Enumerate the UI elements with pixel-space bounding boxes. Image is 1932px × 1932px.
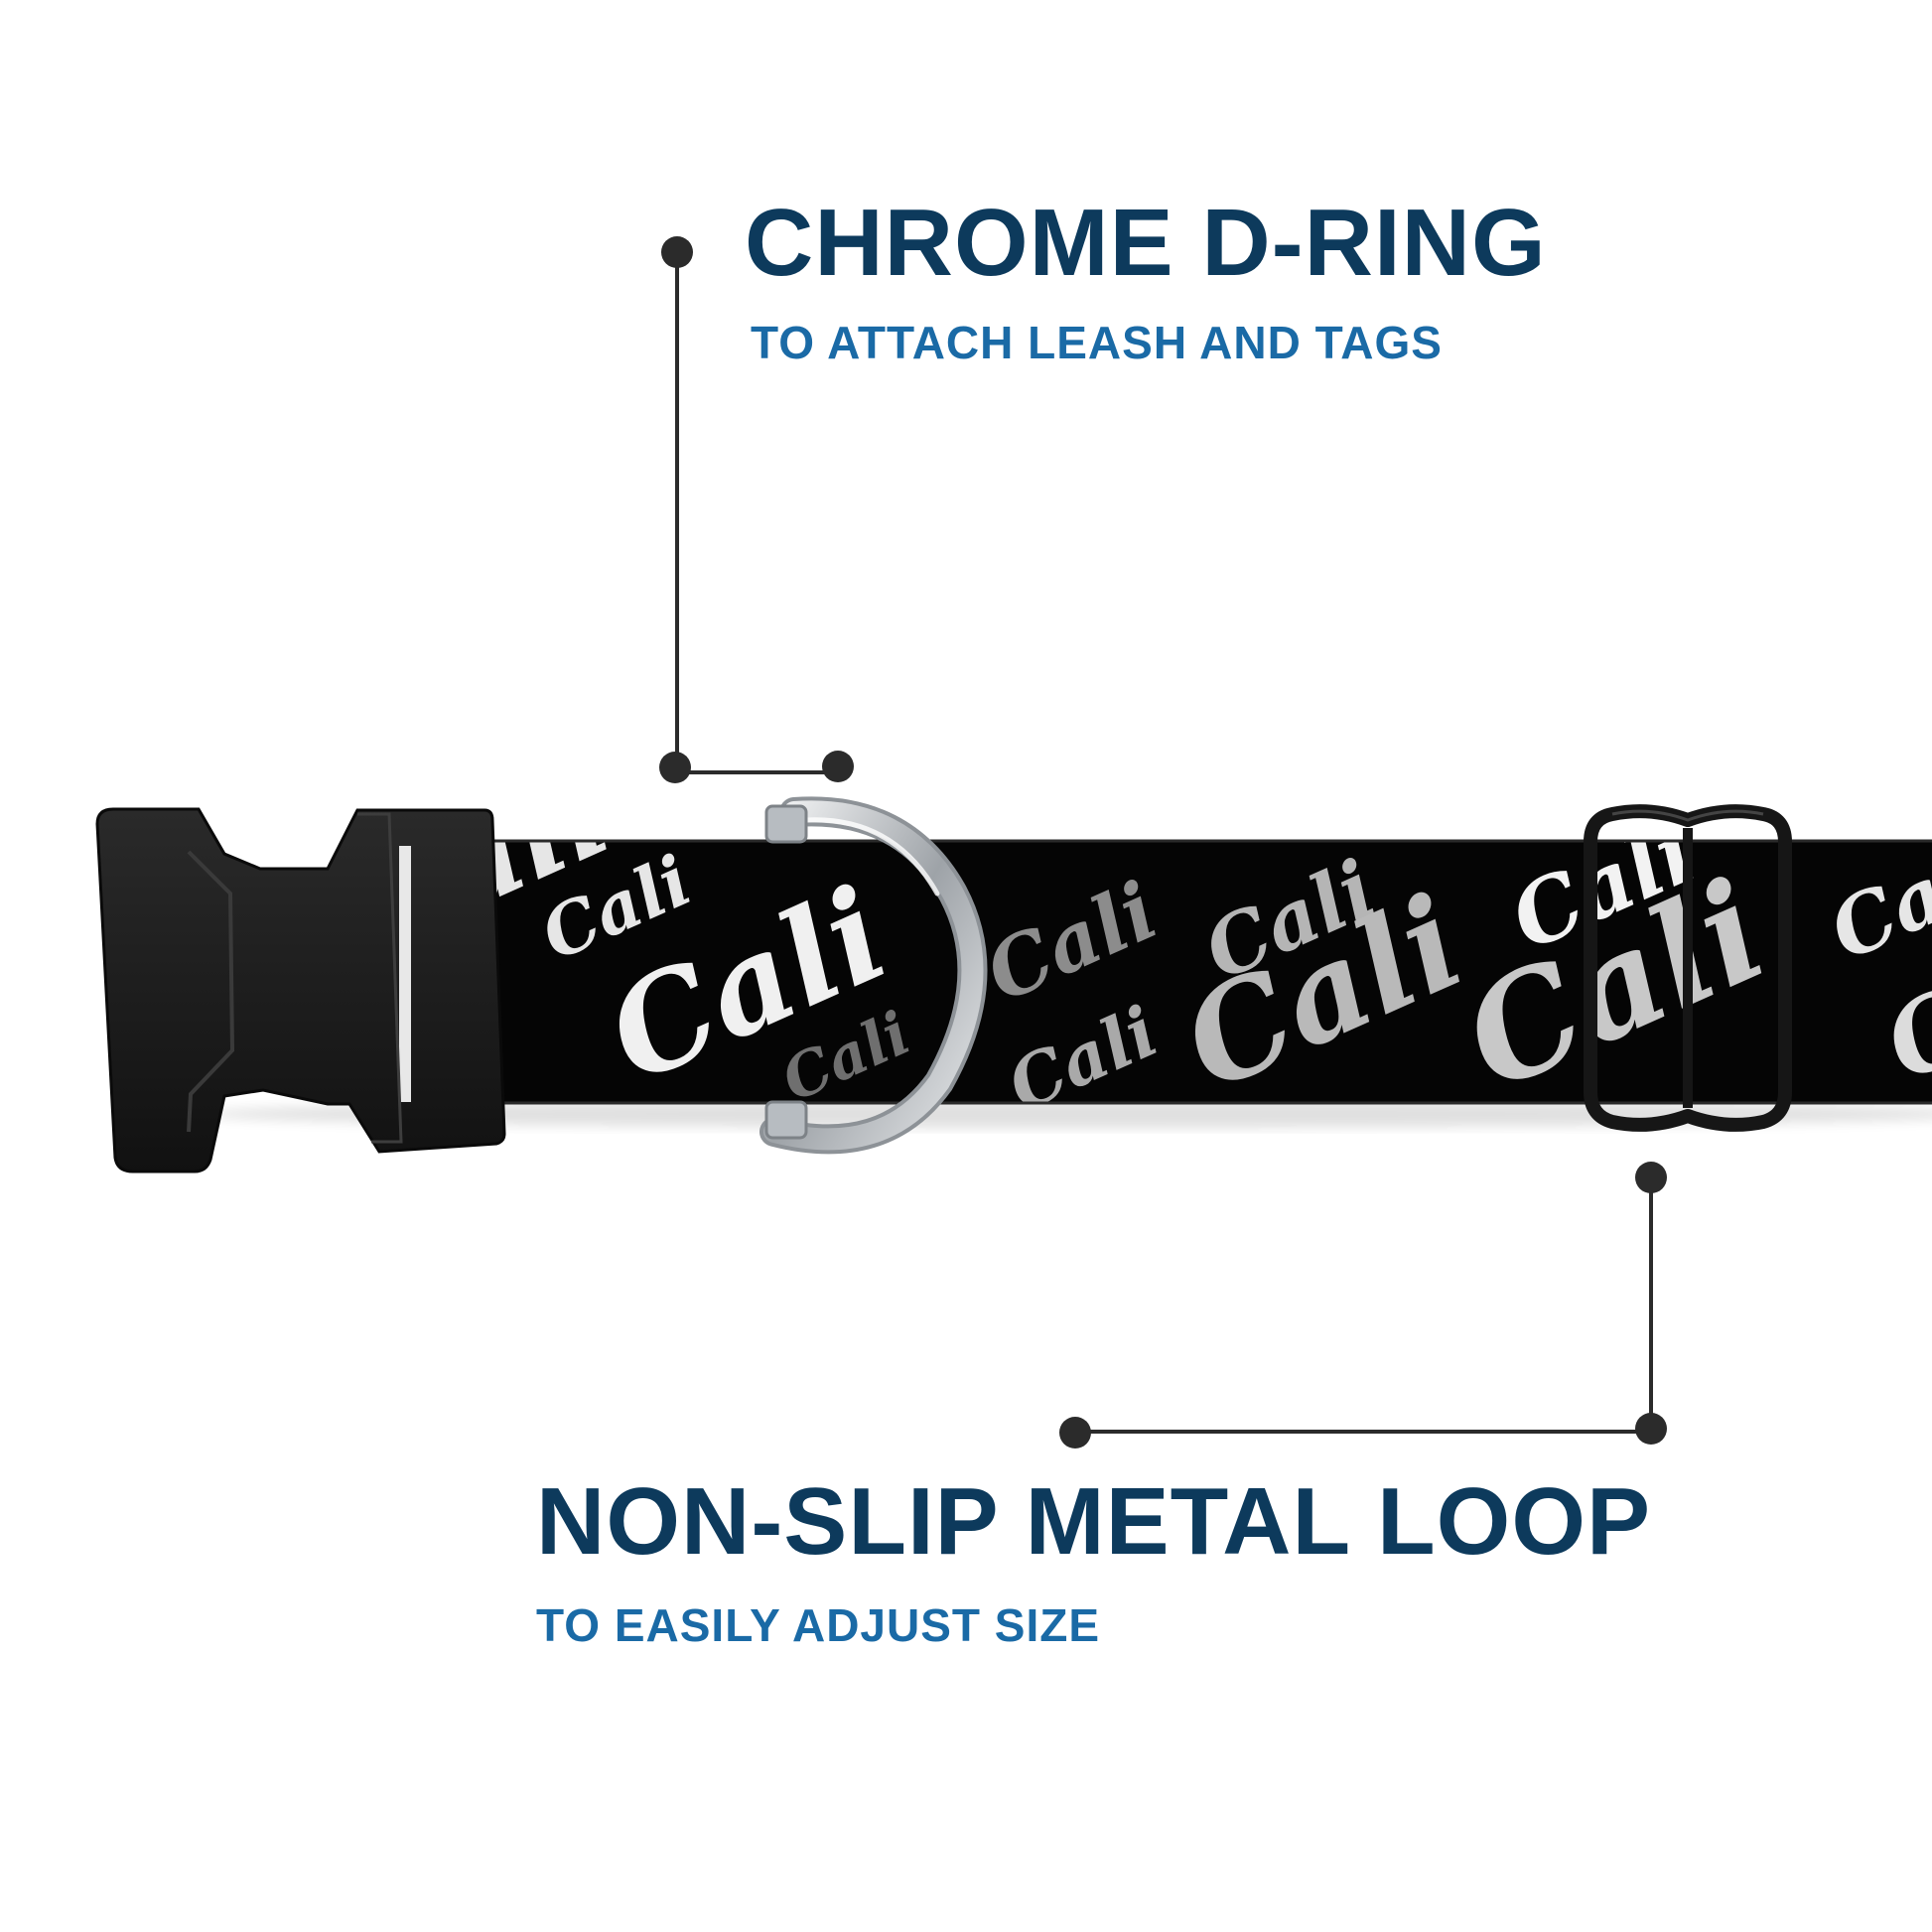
non-slip-metal-loop (1584, 804, 1792, 1132)
callout-dot (822, 751, 854, 782)
metal-loop-subtitle: TO EASILY ADJUST SIZE (536, 1599, 1101, 1651)
callout-dot (661, 236, 693, 268)
chrome-d-ring (759, 796, 988, 1155)
strap-pattern: Cali Cali Cali Cali Cali Cali Cali Cali … (402, 840, 1932, 1104)
metal-loop-callout (1059, 1162, 1667, 1449)
metal-loop-title: NON-SLIP METAL LOOP (536, 1468, 1652, 1575)
callout-dot (1635, 1413, 1667, 1445)
callout-dot (1635, 1162, 1667, 1193)
d-ring-title: CHROME D-RING (745, 190, 1547, 296)
callout-dot (659, 752, 691, 783)
callout-dot (1059, 1417, 1091, 1449)
side-release-buckle (95, 807, 506, 1173)
d-ring-callout (659, 236, 854, 783)
d-ring-subtitle: TO ATTACH LEASH AND TAGS (751, 317, 1443, 368)
collar-strap: Cali Cali Cali Cali Cali Cali Cali Cali … (402, 839, 1932, 1105)
